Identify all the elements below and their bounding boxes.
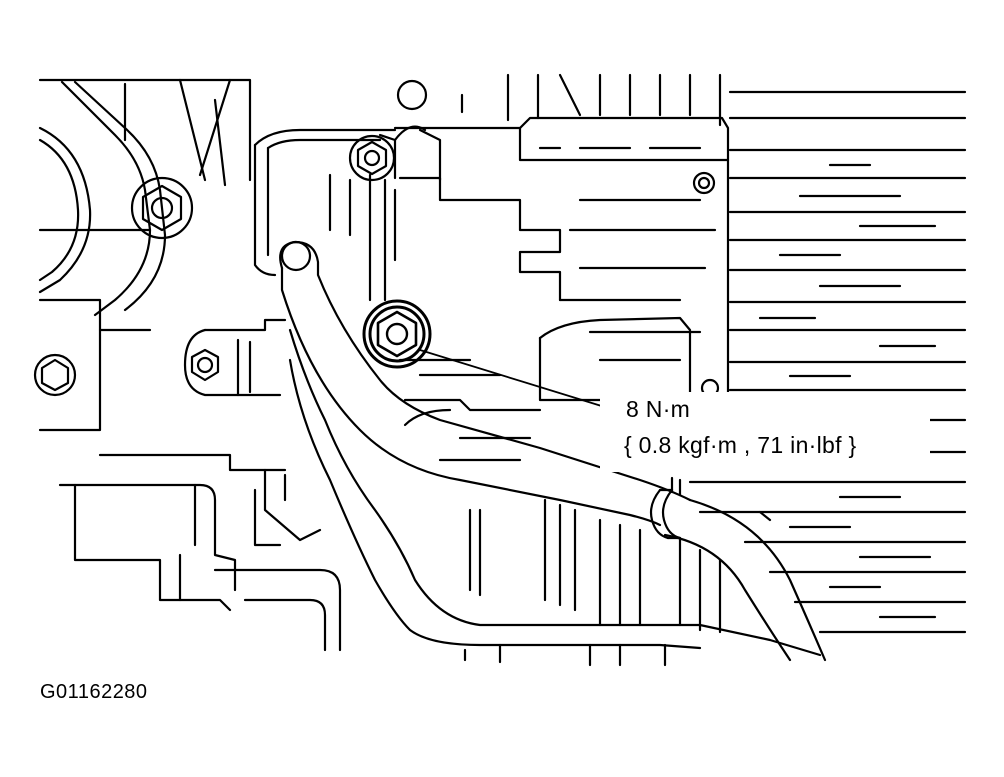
torque-conversion-label: { 0.8 kgf·m , 71 in·lbf } [624,432,857,458]
hose-clamp-bracket [183,318,322,542]
flange-bolt [362,299,432,369]
figure-id-label: G01162280 [40,681,148,703]
leader-line [419,349,609,409]
coolant-hose [279,240,827,667]
hose-clamp [649,476,682,540]
mounting-bracket [253,125,442,302]
timing-belt-pulley [33,78,342,652]
engine-block [393,73,967,634]
torque-callout [600,392,930,472]
torque-value-label: 8 N·m [626,396,691,422]
